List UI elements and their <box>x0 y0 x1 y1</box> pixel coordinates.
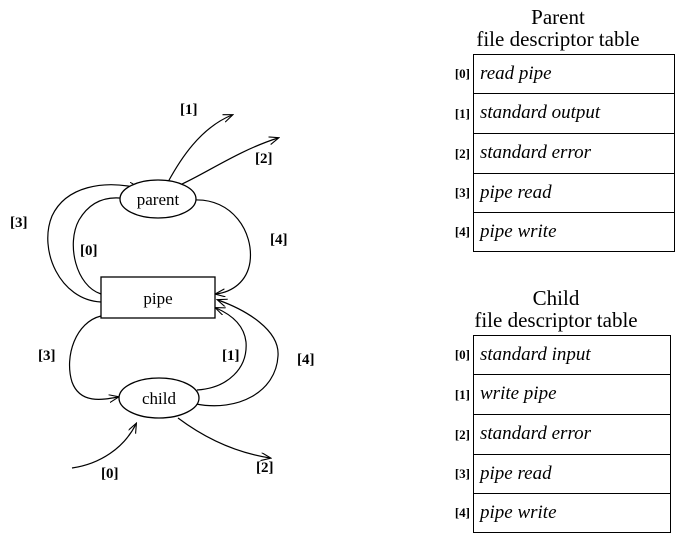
edge-child-fd1 <box>196 308 247 391</box>
parent-table-heading: Parent file descriptor table <box>441 6 675 51</box>
parent-table-rows: [0] read pipe [1] standard output [2] st… <box>441 53 675 252</box>
row-value: read pipe <box>473 53 675 94</box>
table-row: [1] standard output <box>441 93 675 134</box>
edge-child-fd4 <box>195 300 279 407</box>
row-value: standard input <box>473 334 671 375</box>
node-child <box>118 377 200 419</box>
child-table-heading: Child file descriptor table <box>441 287 671 332</box>
row-index: [4] <box>454 505 470 520</box>
edge-parent-fd1 <box>167 115 232 183</box>
table-row: [2] standard error <box>441 414 671 455</box>
child-fd-table: Child file descriptor table [0] standard… <box>441 287 671 533</box>
edge-parent-fd4 <box>193 199 252 294</box>
row-value: standard error <box>473 414 671 455</box>
row-value: pipe write <box>473 212 675 252</box>
edge-label-parent-fd1: [1] <box>180 102 198 118</box>
node-parent <box>119 179 197 219</box>
row-index: [2] <box>454 426 470 442</box>
table-row: [4] pipe write <box>441 212 675 252</box>
child-table-rows: [0] standard input [1] write pipe [2] st… <box>441 334 671 533</box>
row-value: pipe read <box>473 173 675 213</box>
edge-label-child-fd0: [0] <box>101 466 119 482</box>
table-row: [1] write pipe <box>441 374 671 415</box>
row-index: [0] <box>454 346 470 362</box>
edge-label-parent-fd4: [4] <box>270 232 288 248</box>
edge-label-child-fd3: [3] <box>38 348 56 364</box>
parent-table-heading-line1: Parent <box>531 5 585 29</box>
edge-child-fd3 <box>68 315 118 399</box>
edge-label-parent-fd0: [0] <box>80 243 98 259</box>
child-table-heading-line1: Child <box>532 286 580 310</box>
edge-parent-fd2 <box>181 138 278 185</box>
row-index: [3] <box>454 466 470 481</box>
edge-label-child-fd4: [4] <box>297 352 315 368</box>
row-index: [3] <box>454 185 470 200</box>
node-parent-label: parent <box>137 190 180 209</box>
edge-label-child-fd2: [2] <box>256 460 274 476</box>
row-index: [4] <box>454 224 470 239</box>
edge-parent-fd0 <box>72 198 132 295</box>
row-value: standard error <box>473 133 675 174</box>
pipe-process-diagram: parent pipe child [1] [2] [3] [0] [4] [3… <box>10 102 315 482</box>
row-value: pipe read <box>473 454 671 494</box>
table-row: [4] pipe write <box>441 493 671 533</box>
table-row: [3] pipe read <box>441 454 671 494</box>
table-row: [3] pipe read <box>441 173 675 213</box>
node-pipe <box>100 276 216 319</box>
row-value: pipe write <box>473 493 671 533</box>
row-value: standard output <box>473 93 675 134</box>
child-table-heading-line2: file descriptor table <box>474 308 638 333</box>
table-row: [0] standard input <box>441 334 671 375</box>
row-index: [0] <box>454 65 470 81</box>
parent-table-heading-line2: file descriptor table <box>476 27 640 52</box>
edge-label-parent-fd3: [3] <box>10 215 28 231</box>
edge-parent-fd3 <box>47 185 138 303</box>
row-index: [1] <box>454 105 470 121</box>
edge-label-parent-fd2: [2] <box>255 151 273 167</box>
row-value: write pipe <box>473 374 671 415</box>
edge-label-child-fd1: [1] <box>222 348 240 364</box>
row-index: [1] <box>454 386 470 402</box>
table-row: [0] read pipe <box>441 53 675 94</box>
row-index: [2] <box>454 145 470 161</box>
parent-fd-table: Parent file descriptor table [0] read pi… <box>441 6 675 252</box>
table-row: [2] standard error <box>441 133 675 174</box>
edge-child-fd0 <box>71 424 136 469</box>
node-pipe-label: pipe <box>143 289 172 308</box>
edge-child-fd2 <box>177 417 270 458</box>
node-child-label: child <box>142 389 176 408</box>
